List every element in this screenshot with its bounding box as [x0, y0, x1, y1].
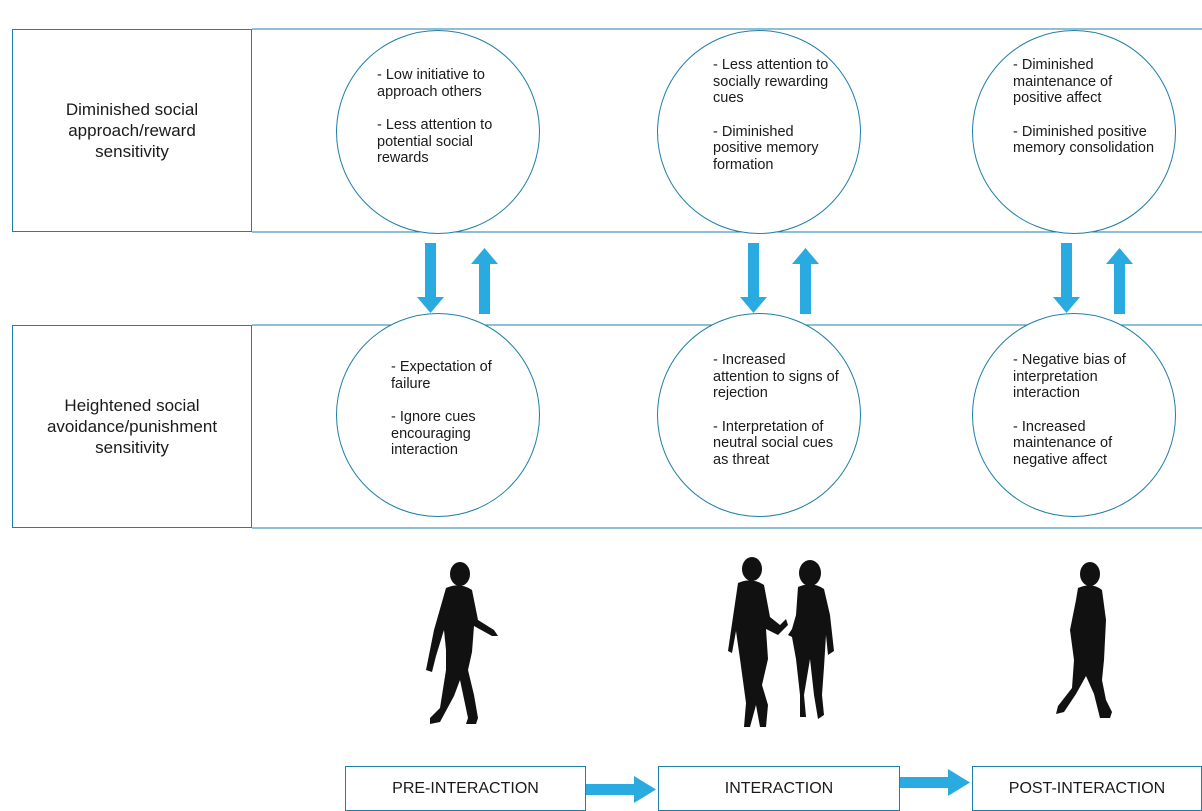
row-label-approach-text: Diminished social approach/reward sensit… — [65, 100, 199, 161]
arrow-right-icon — [586, 776, 656, 803]
stage-label: PRE-INTERACTION — [392, 779, 539, 797]
circle-text: - Increased maintenance of negative affe… — [1013, 418, 1113, 468]
arrow-right-icon — [900, 769, 970, 796]
circle-text: - Less attention to socially rewarding c… — [713, 57, 829, 106]
circle-text: - Low initiative to approach others — [377, 67, 485, 100]
circle-pre-top: - Low initiative to approach others - Le… — [336, 30, 540, 234]
circle-text: - Increased attention to signs of reject… — [713, 352, 839, 401]
arrow-down-icon — [1053, 243, 1080, 313]
stage-pre-interaction: PRE-INTERACTION — [345, 766, 586, 811]
circle-post-bottom: - Negative bias of interpretation intera… — [972, 313, 1176, 517]
two-people-talking-icon — [728, 557, 834, 727]
circle-text: - Diminished maintenance of positive aff… — [1013, 57, 1113, 106]
stage-post-interaction: POST-INTERACTION — [972, 766, 1202, 811]
circle-text: - Less attention to potential social rew… — [377, 117, 493, 166]
walking-person-icon — [426, 562, 498, 724]
arrow-down-icon — [417, 243, 444, 313]
walking-away-person-icon — [1056, 562, 1112, 718]
circle-text: - Ignore cues encouraging interaction — [391, 409, 476, 458]
circle-text: - Interpretation of neutral social cues … — [713, 418, 834, 468]
circle-post-top: - Diminished maintenance of positive aff… — [972, 30, 1176, 234]
circle-text: - Diminished positive memory consolidati… — [1013, 123, 1155, 157]
stage-label: INTERACTION — [724, 779, 834, 797]
arrow-up-icon — [1106, 248, 1133, 314]
arrow-up-icon — [792, 248, 819, 314]
circle-text: - Diminished positive memory formation — [713, 123, 819, 173]
arrow-up-icon — [471, 248, 498, 314]
row-label-avoidance-text: Heightened social avoidance/punishment s… — [46, 396, 218, 457]
stage-label: POST-INTERACTION — [1008, 779, 1166, 797]
circle-text: - Negative bias of interpretation intera… — [1013, 352, 1126, 401]
circle-pre-bottom: - Expectation of failure - Ignore cues e… — [336, 313, 540, 517]
arrow-down-icon — [740, 243, 767, 313]
circle-interaction-top: - Less attention to socially rewarding c… — [657, 30, 861, 234]
stage-interaction: INTERACTION — [658, 766, 900, 811]
row-label-avoidance: Heightened social avoidance/punishment s… — [12, 325, 252, 528]
circle-text: - Expectation of failure — [391, 359, 492, 392]
row-label-approach: Diminished social approach/reward sensit… — [12, 29, 252, 232]
circle-interaction-bottom: - Increased attention to signs of reject… — [657, 313, 861, 517]
